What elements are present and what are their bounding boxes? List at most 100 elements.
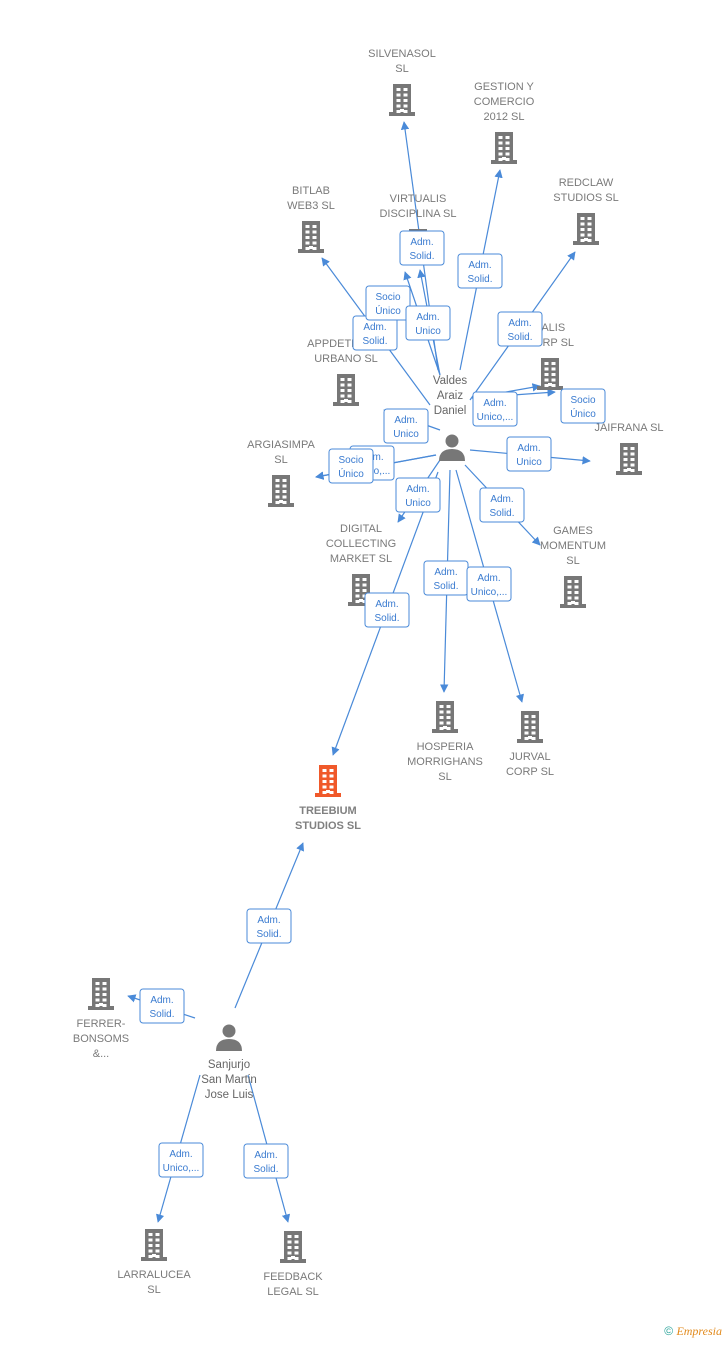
company-icon-hosperia[interactable] bbox=[432, 701, 458, 733]
relation-label-text: Adm. bbox=[394, 415, 417, 426]
person-label-sanjurjo-line: San Martin bbox=[201, 1074, 257, 1086]
relation-label-valdes-valis[interactable]: Adm.Unico,... bbox=[472, 391, 518, 427]
company-label-redclaw-line: REDCLAW bbox=[559, 177, 614, 189]
relation-label-valdes-redclaw[interactable]: Adm.Solid. bbox=[497, 311, 543, 347]
company-label-gestion-line: GESTION Y bbox=[474, 81, 534, 93]
relation-label-valdes-gestion[interactable]: Adm.Solid. bbox=[457, 253, 503, 289]
company-label-ferrer-line: &... bbox=[93, 1048, 110, 1060]
relation-label-valdes-treebium[interactable]: Adm. Solid. bbox=[364, 592, 410, 628]
relation-label-text: Adm. bbox=[406, 484, 429, 495]
relation-label-valdes-bitlab[interactable]: Adm. Solid. bbox=[352, 315, 398, 351]
company-icon-bitlab[interactable] bbox=[298, 221, 324, 253]
company-label-feedback-line: FEEDBACK bbox=[263, 1271, 323, 1283]
relation-label-text: Adm. bbox=[434, 567, 457, 578]
company-icon-argiasimpa[interactable] bbox=[268, 475, 294, 507]
relation-label-text: Solid. bbox=[409, 251, 434, 262]
relation-label-text: Solid. bbox=[489, 508, 514, 519]
relation-label-text: Adm. bbox=[363, 322, 386, 333]
company-icon-feedback[interactable] bbox=[280, 1231, 306, 1263]
company-icon-games[interactable] bbox=[560, 576, 586, 608]
relation-label-sanjurjo-ferrer[interactable]: Adm.Solid. bbox=[139, 988, 185, 1024]
relation-labels-layer: Adm. Solid. Adm. Solid. Adm. Solid. SocioÚnico… bbox=[139, 230, 606, 1179]
relation-label-text: Socio bbox=[570, 395, 595, 406]
relation-label-valdes-appdetran[interactable]: Adm.Unico bbox=[383, 408, 429, 444]
person-label-sanjurjo-line: Sanjurjo bbox=[208, 1059, 250, 1071]
person-label-valdes-line: Araiz bbox=[437, 390, 463, 402]
relation-label-valdes-silvenasol[interactable]: Adm.Solid. bbox=[399, 230, 445, 266]
company-label-treebium-line: TREEBIUM bbox=[299, 805, 356, 817]
company-label-jurval: JURVAL CORP SL bbox=[506, 751, 554, 778]
company-icon-appdetran[interactable] bbox=[333, 374, 359, 406]
relation-label-text: Adm. bbox=[257, 915, 280, 926]
person-icon-valdes[interactable] bbox=[439, 434, 465, 462]
relation-label-text: Solid. bbox=[374, 613, 399, 624]
company-icon-jaifrana[interactable] bbox=[616, 443, 642, 475]
company-label-feedback: FEEDBACK LEGAL SL bbox=[263, 1271, 323, 1298]
brand-logo-text[interactable]: Empresia bbox=[676, 1324, 722, 1338]
relation-label-text: Unico bbox=[405, 498, 431, 509]
relation-label-text: Unico,... bbox=[471, 587, 508, 598]
relation-label-text: Adm. bbox=[477, 573, 500, 584]
company-label-redclaw: REDCLAW STUDIOS SL bbox=[553, 177, 618, 204]
relation-label-sanjurjo-larralucea[interactable]: Adm.Unico,... bbox=[158, 1142, 204, 1178]
company-icon-valis[interactable] bbox=[537, 358, 563, 390]
relation-label-text: Adm. bbox=[490, 494, 513, 505]
company-label-larralucea-line: LARRALUCEA bbox=[117, 1269, 191, 1281]
company-label-digital-line: DIGITAL bbox=[340, 523, 382, 535]
company-label-jaifrana: JAIFRANA SL bbox=[594, 422, 663, 434]
relation-label-valdes-hosperia[interactable]: Adm. Solid. bbox=[423, 560, 469, 596]
relation-label-valdes-jurval[interactable]: Adm. Unico,... bbox=[466, 566, 512, 602]
relation-label-text: Solid. bbox=[433, 581, 458, 592]
company-label-virtualis-line: VIRTUALIS bbox=[390, 193, 447, 205]
person-icon-sanjurjo[interactable] bbox=[216, 1024, 242, 1052]
copyright-symbol: © bbox=[664, 1324, 674, 1338]
company-label-digital-line: MARKET SL bbox=[330, 553, 392, 565]
relation-label-valdes-digital[interactable]: Adm. Unico bbox=[395, 477, 441, 513]
footer-credit: © Empresia bbox=[664, 1324, 722, 1339]
company-label-silvenasol-line: SILVENASOL bbox=[368, 48, 436, 60]
company-icon-redclaw[interactable] bbox=[573, 213, 599, 245]
relation-label-text: Socio bbox=[375, 292, 400, 303]
company-icon-gestion[interactable] bbox=[491, 132, 517, 164]
company-icon-larralucea[interactable] bbox=[141, 1229, 167, 1261]
company-icon-silvenasol[interactable] bbox=[389, 84, 415, 116]
relation-label-text: Solid. bbox=[362, 336, 387, 347]
person-label-valdes-line: Valdes bbox=[433, 375, 468, 387]
relation-label-valdes-games[interactable]: Adm. Solid. bbox=[479, 487, 525, 523]
company-icon-treebium[interactable] bbox=[315, 765, 341, 797]
relation-label-text: Adm. bbox=[416, 312, 439, 323]
relation-label-text: Unico,... bbox=[477, 412, 514, 423]
relation-label-valdes-virtualis[interactable]: Adm.Unico bbox=[405, 305, 451, 341]
relation-label-sanjurjo-treebium[interactable]: Adm.Solid. bbox=[246, 908, 292, 944]
company-label-jurval-line: JURVAL bbox=[509, 751, 550, 763]
company-label-ferrer-line: FERRER- bbox=[77, 1018, 126, 1030]
company-label-feedback-line: LEGAL SL bbox=[267, 1286, 319, 1298]
company-label-games-line: MOMENTUM bbox=[540, 540, 606, 552]
relation-label-sanjurjo-feedback[interactable]: Adm.Solid. bbox=[243, 1143, 289, 1179]
company-label-redclaw-line: STUDIOS SL bbox=[553, 192, 618, 204]
relation-label-text: Adm. bbox=[468, 260, 491, 271]
company-label-jurval-line: CORP SL bbox=[506, 766, 554, 778]
relation-label-text: Socio bbox=[338, 455, 363, 466]
company-label-hosperia-line: SL bbox=[438, 771, 451, 783]
company-icon-ferrer[interactable] bbox=[88, 978, 114, 1010]
relation-label-valdes-jaifrana[interactable]: Adm.Unico bbox=[506, 436, 552, 472]
relation-label-text: Adm. bbox=[508, 318, 531, 329]
relation-label-text: Adm. bbox=[375, 599, 398, 610]
company-label-ferrer: FERRER-BONSOMS&... bbox=[73, 1018, 129, 1060]
company-label-games-line: SL bbox=[566, 555, 579, 567]
company-icon-jurval[interactable] bbox=[517, 711, 543, 743]
